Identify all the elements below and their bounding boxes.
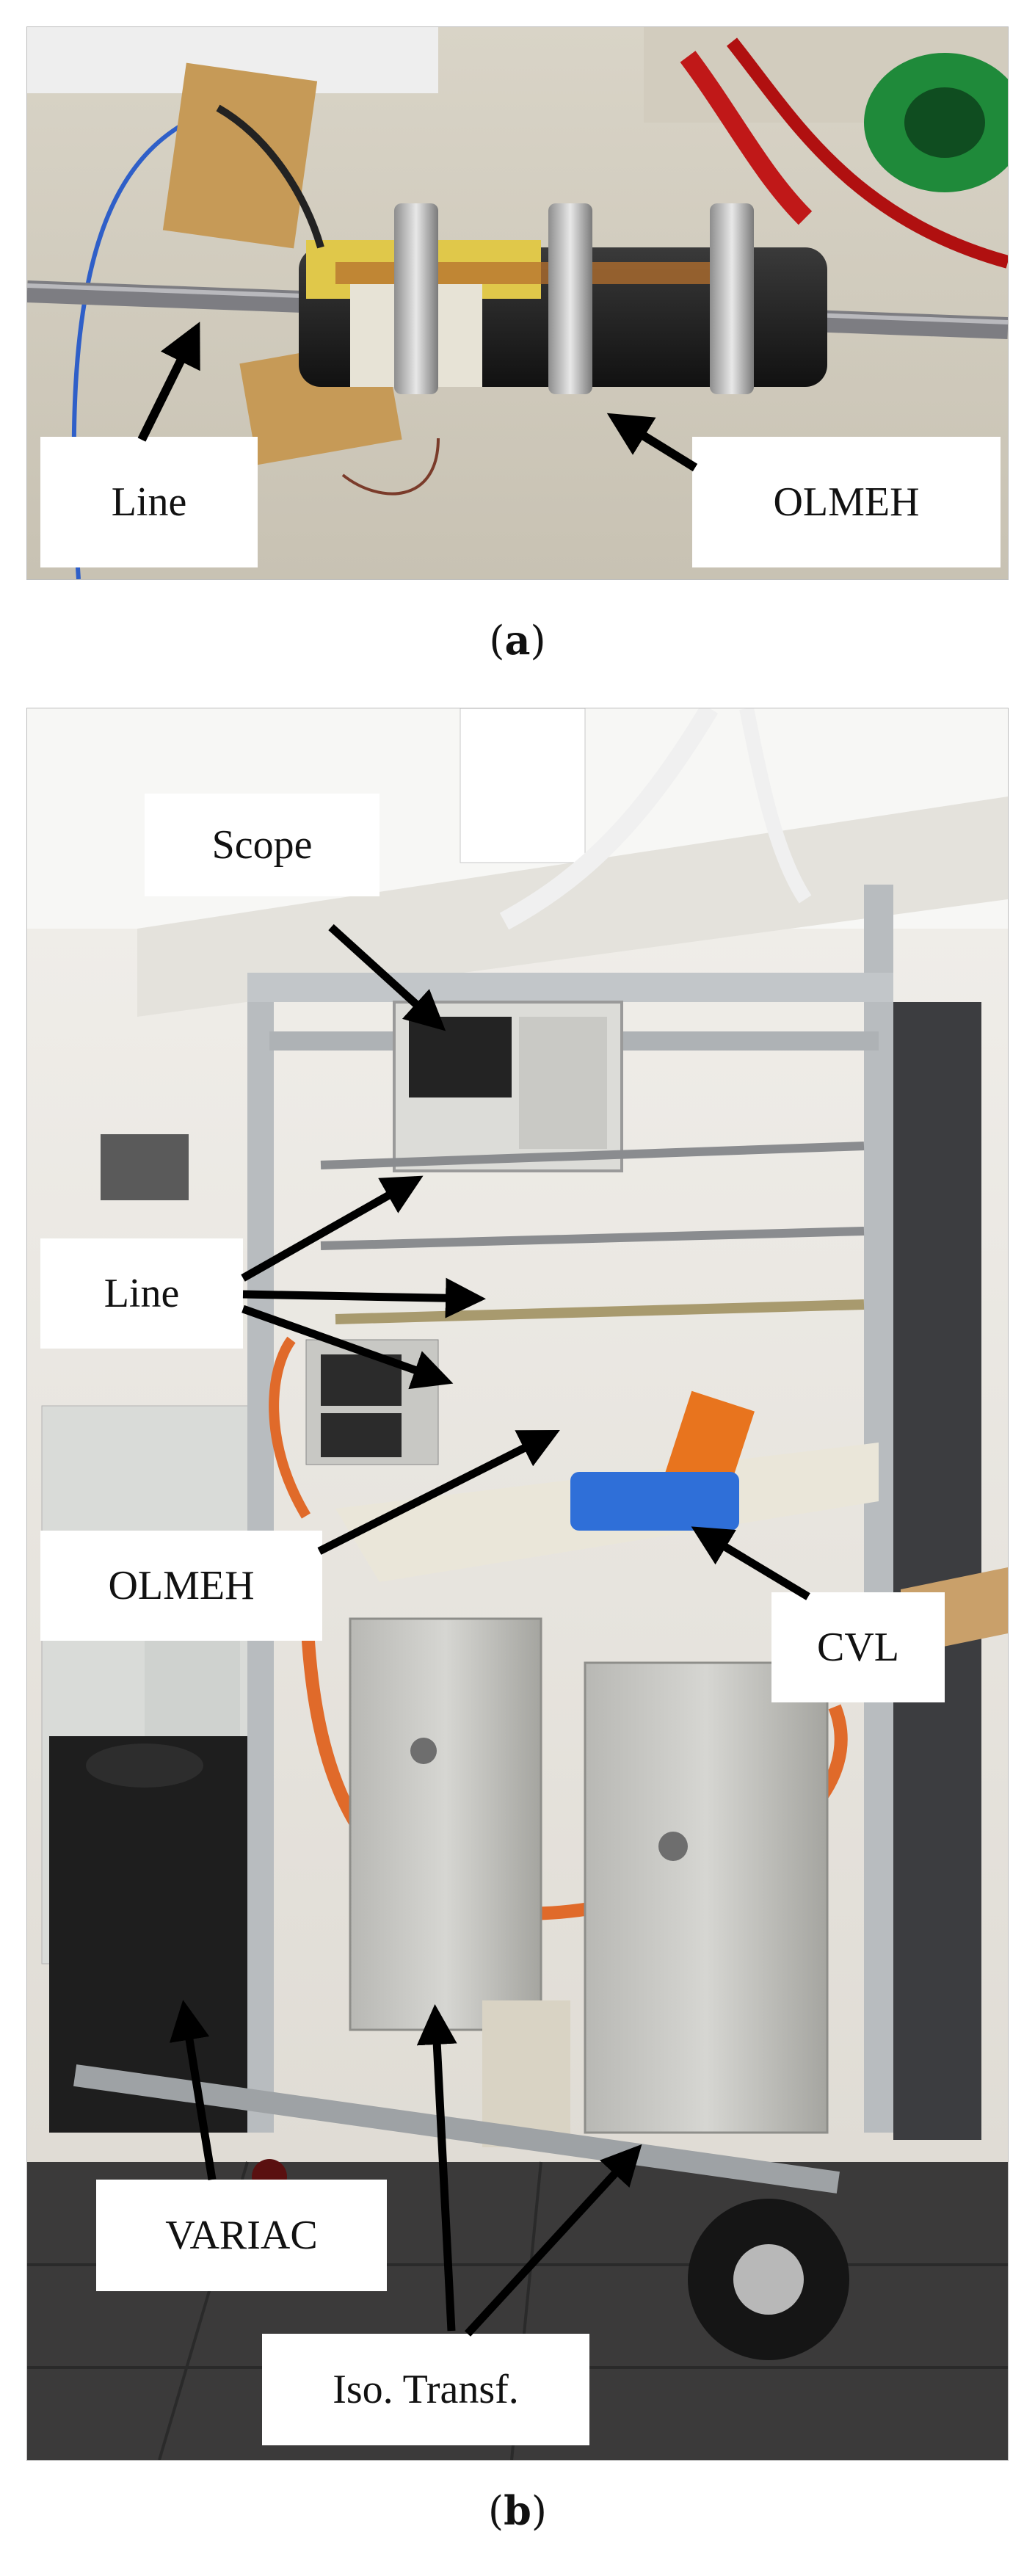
label-cvl: CVL — [771, 1592, 945, 1702]
caption-b: (b) — [488, 2487, 547, 2534]
photo-panel-a: Line OLMEH — [26, 26, 1009, 580]
arrow-layer-a — [137, 322, 698, 472]
arrow-scope — [328, 924, 446, 1031]
arrow-cvl — [691, 1526, 810, 1600]
label-olmeh-b: OLMEH — [40, 1531, 322, 1641]
arrow-line-b-3 — [242, 1305, 454, 1390]
label-iso-transf: Iso. Transf. — [262, 2334, 589, 2445]
caption-a: (a) — [489, 617, 546, 664]
arrow-line-a — [137, 322, 200, 442]
label-line-a: Line — [40, 437, 258, 567]
arrow-line-b-1 — [241, 1175, 424, 1282]
photo-a-scene — [27, 27, 1008, 579]
arrow-iso-transf-2 — [464, 2144, 642, 2337]
photo-panel-b: Scope Line OLMEH CVL VARIAC Iso. Transf. — [26, 708, 1009, 2461]
arrow-variac — [169, 2000, 217, 2180]
photo-b-scene — [27, 708, 1008, 2460]
arrow-layer-b — [169, 924, 810, 2337]
label-variac: VARIAC — [96, 2180, 387, 2291]
arrow-olmeh-a — [606, 413, 698, 472]
arrow-line-b-2 — [242, 1277, 486, 1318]
arrow-olmeh-b — [317, 1430, 560, 1555]
label-line-b: Line — [40, 1238, 243, 1349]
arrow-iso-transf-1 — [416, 2004, 457, 2332]
label-olmeh-a: OLMEH — [692, 437, 1000, 567]
label-scope: Scope — [145, 794, 380, 896]
